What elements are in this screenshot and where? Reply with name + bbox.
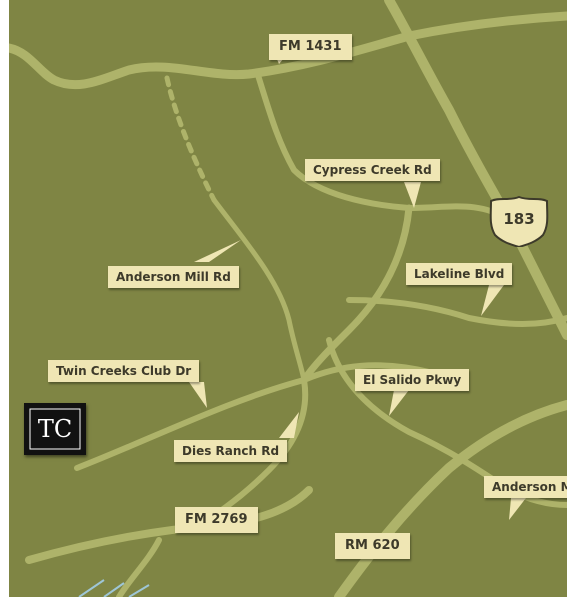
map-canvas <box>9 0 567 597</box>
svg-text:TC: TC <box>38 415 72 443</box>
label-fm1431: FM 1431 <box>269 34 352 60</box>
map-background <box>9 0 567 597</box>
label-twin-creeks: Twin Creeks Club Dr <box>48 360 200 382</box>
pointer-dies-ranch <box>279 412 299 438</box>
label-el-salido: El Salido Pkwy <box>355 369 470 391</box>
pointer-lakeline <box>481 285 504 316</box>
pointer-twin-creeks <box>189 382 207 408</box>
label-cypress-creek: Cypress Creek Rd <box>305 159 440 181</box>
road-anderson-mill-dashed <box>164 75 217 203</box>
map: FM 1431 Cypress Creek Rd Anderson Mill R… <box>9 0 567 597</box>
road-parmer <box>300 204 413 384</box>
road-anderson-mill <box>211 197 307 383</box>
label-rm620: RM 620 <box>335 533 410 559</box>
label-lakeline: Lakeline Blvd <box>406 263 513 285</box>
pointer-anderson-right <box>509 498 526 520</box>
pointer-el-salido <box>389 390 409 416</box>
road-us183 <box>384 0 567 340</box>
road-south-branch <box>116 537 162 597</box>
road-lakeline <box>346 297 567 327</box>
road-rm620 <box>334 400 567 597</box>
label-anderson-right: Anderson M <box>484 476 567 498</box>
pointer-anderson-mill <box>194 240 241 262</box>
us-highway-shield-icon: 183 <box>489 195 549 249</box>
label-fm2769: FM 2769 <box>175 507 258 533</box>
road-fm1431 <box>9 11 567 90</box>
shield-number: 183 <box>503 210 535 228</box>
twin-creeks-logo-icon: TC <box>24 403 86 455</box>
road-cypress-creek <box>254 69 512 223</box>
pointer-cypress-creek <box>404 182 421 208</box>
water-feature <box>78 579 150 597</box>
label-dies-ranch: Dies Ranch Rd <box>174 440 288 462</box>
road-el-salido <box>326 337 567 508</box>
label-anderson-mill: Anderson Mill Rd <box>108 266 239 288</box>
road-twin-creeks <box>74 362 432 471</box>
